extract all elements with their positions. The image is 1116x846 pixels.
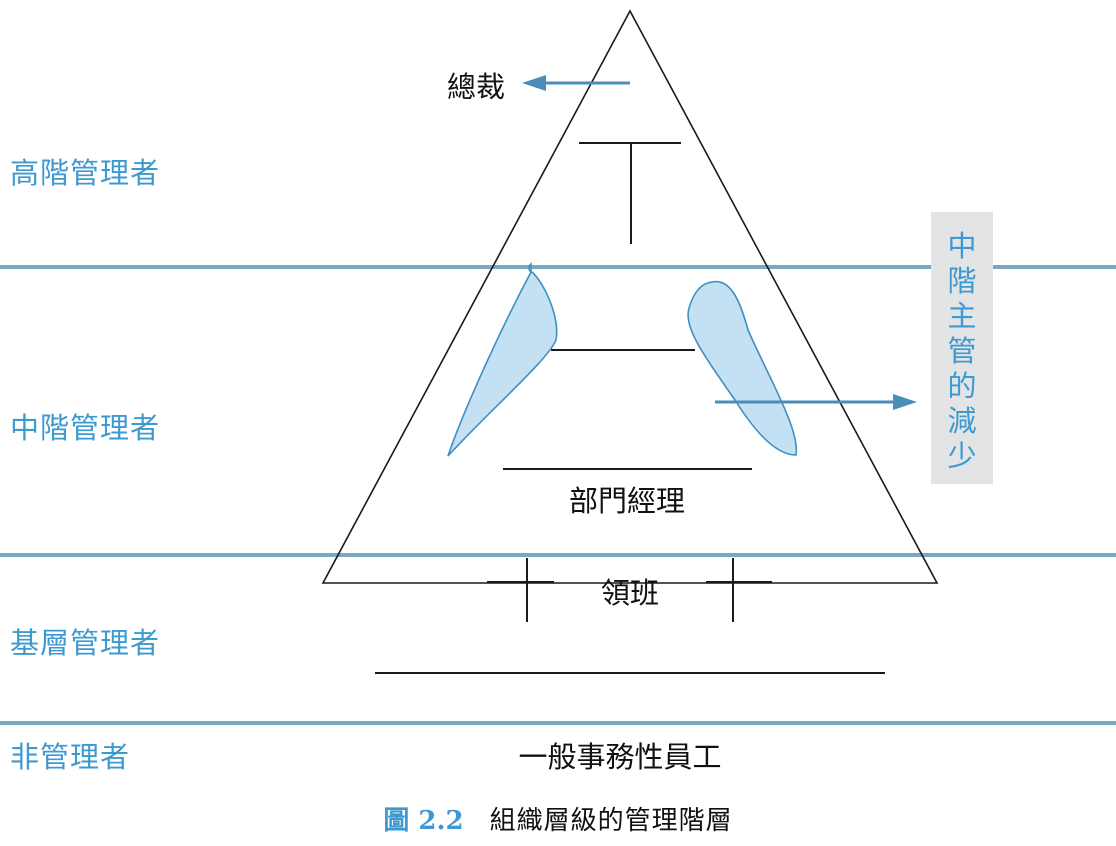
level-label-middle-managers: 中階管理者 (10, 411, 161, 445)
annotation-char: 管 (947, 334, 977, 368)
node-label-employees: 一般事務性員工 (518, 740, 722, 774)
left-removed-layer-shape (447, 262, 558, 457)
annotation-char: 主 (947, 299, 977, 333)
node-label-supervisor: 領班 (600, 576, 660, 610)
annotation-char: 減 (947, 404, 977, 438)
annotation-char: 中 (947, 229, 977, 263)
band-divider-first-non (0, 721, 1116, 725)
president-arrow-head (522, 75, 546, 91)
annotation-char: 少 (947, 439, 977, 473)
right-removed-layer-shape (687, 280, 798, 456)
annotation-char: 階 (947, 264, 977, 298)
level-label-top-managers: 高階管理者 (10, 156, 161, 190)
band-divider-middle-first (0, 553, 1116, 557)
node-label-president: 總裁 (446, 70, 506, 104)
level-label-non-managerial: 非管理者 (10, 740, 131, 774)
figure-number: 圖 2.2 (383, 806, 464, 836)
pyramid-outline (321, 9, 939, 584)
middle-manager-reduction-annotation: 中 階 主 管 的 減 少 (931, 212, 993, 484)
node-label-department-manager: 部門經理 (568, 484, 686, 518)
figure-caption: 圖 2.2 組織層級的管理階層 (0, 800, 1116, 837)
level-label-first-line-managers: 基層管理者 (10, 626, 161, 660)
annotation-char: 的 (947, 369, 977, 403)
reduction-arrow-head (893, 394, 917, 410)
figure-title: 組織層級的管理階層 (489, 806, 733, 836)
band-divider-top-middle (0, 265, 1116, 269)
